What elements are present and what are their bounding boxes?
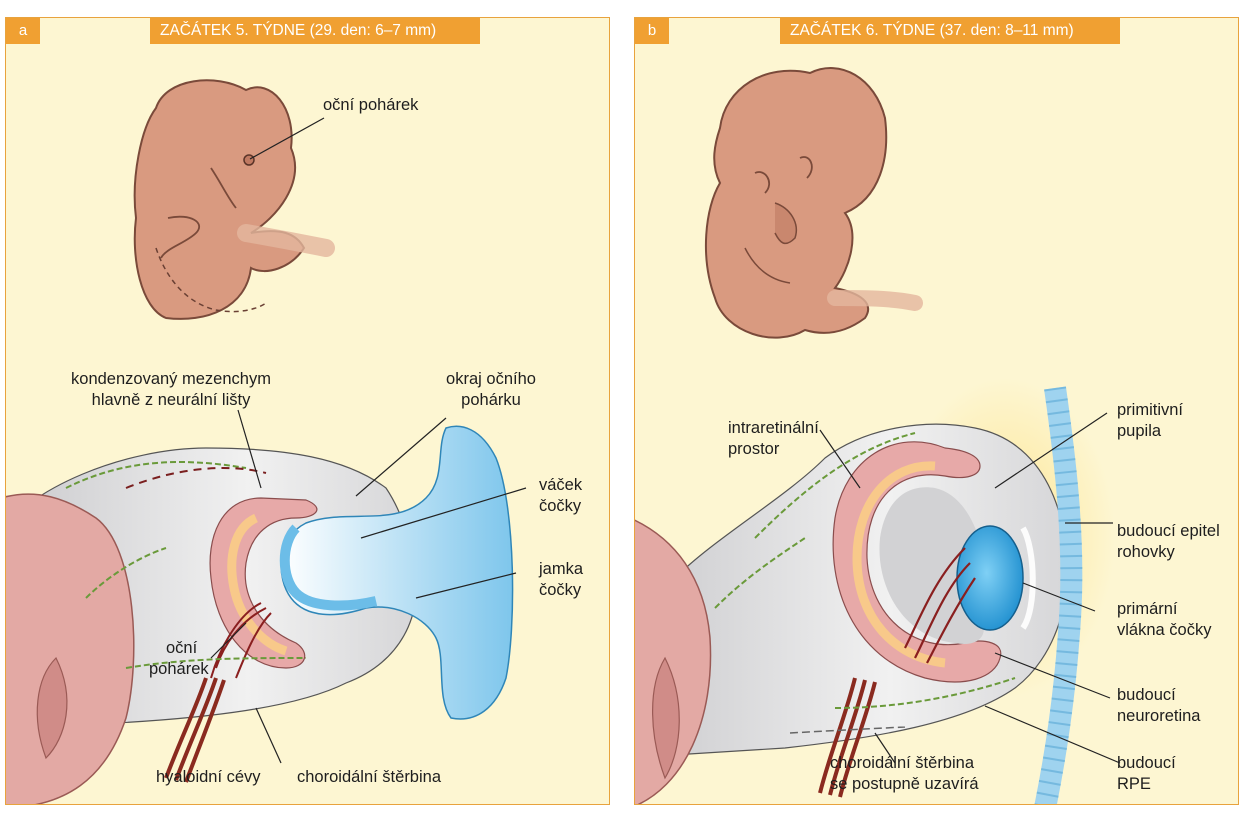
label-choroid-fissure-a: choroidální štěrbina: [297, 767, 441, 788]
label-rim-line1: okraj očního: [421, 369, 561, 390]
label-pupil-line2: pupila: [1117, 421, 1161, 442]
label-mesenchyme-line1: kondenzovaný mezenchym: [46, 369, 296, 390]
label-fibers-line2: vlákna čočky: [1117, 620, 1211, 641]
embryo-5-week: [135, 80, 326, 319]
label-rpe-line1: budoucí: [1117, 753, 1176, 774]
embryo-6-week: [706, 68, 915, 338]
label-eye-cup-line2: pohárek: [149, 659, 209, 680]
label-mesenchyme-line2: hlavně z neurální lišty: [46, 390, 296, 411]
label-lens-vesicle-line1: váček: [539, 475, 582, 496]
label-hyaloid-vessels: hyaloidní cévy: [156, 767, 261, 788]
label-lens-pit-line1: jamka: [539, 559, 583, 580]
label-cornea-line2: rohovky: [1117, 542, 1175, 563]
label-cornea-line1: budoucí epitel: [1117, 521, 1220, 542]
label-fissure-b-line2: se postupně uzavírá: [830, 774, 979, 795]
label-rpe-line2: RPE: [1117, 774, 1151, 795]
panel-a-illustration: [6, 18, 610, 805]
label-intraretinal-line1: intraretinální: [728, 418, 819, 439]
label-lens-pit-line2: čočky: [539, 580, 581, 601]
label-lens-vesicle-line2: čočky: [539, 496, 581, 517]
label-fibers-line1: primární: [1117, 599, 1178, 620]
label-fissure-b-line1: choroidální štěrbina: [830, 753, 974, 774]
eye-section-b: [635, 378, 1120, 805]
panel-a: a ZAČÁTEK 5. TÝDNE (29. den: 6–7 mm): [5, 17, 610, 805]
label-rim-line2: pohárku: [421, 390, 561, 411]
label-eye-cup-top: oční pohárek: [323, 95, 418, 116]
panel-b: b ZAČÁTEK 6. TÝDNE (37. den: 8–11 mm): [634, 17, 1239, 805]
label-intraretinal-line2: prostor: [728, 439, 779, 460]
label-neuroretina-line2: neuroretina: [1117, 706, 1200, 727]
eye-cup-section-a: [6, 410, 526, 805]
label-eye-cup-line1: oční: [166, 638, 197, 659]
label-pupil-line1: primitivní: [1117, 400, 1183, 421]
label-neuroretina-line1: budoucí: [1117, 685, 1176, 706]
